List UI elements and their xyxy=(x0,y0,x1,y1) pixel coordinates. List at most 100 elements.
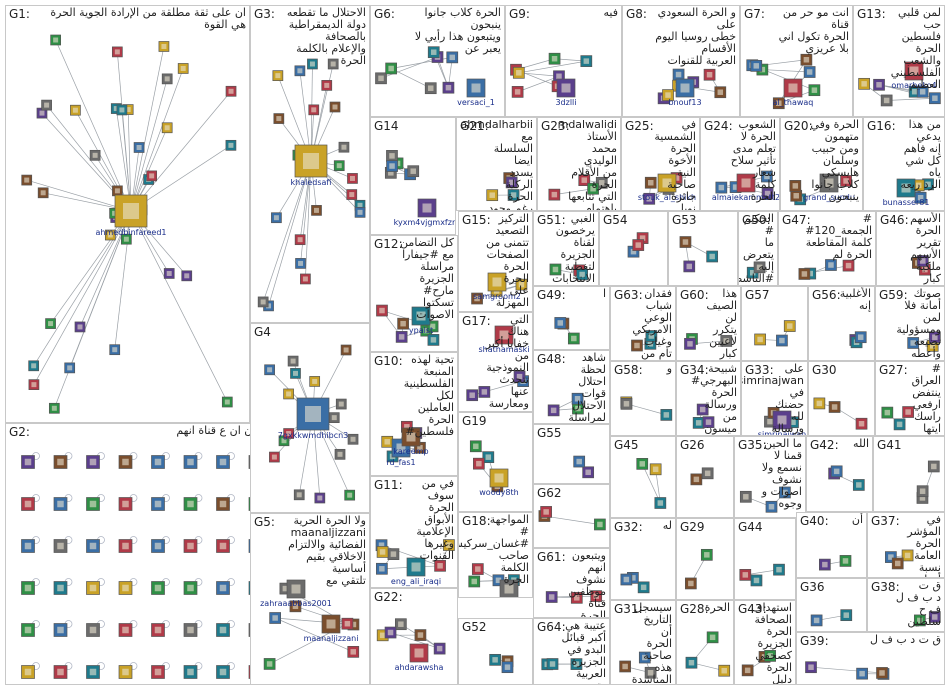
vertex-node xyxy=(54,624,67,637)
group-g53: G53 xyxy=(668,211,738,286)
vertex-node xyxy=(339,142,349,152)
vertex-node xyxy=(29,380,39,390)
vertex-node xyxy=(217,582,230,595)
vertex-node xyxy=(217,624,230,637)
group-g44: G44 xyxy=(734,518,796,600)
group-top-words: التركيز التصعيد تتمنى من الصفحات الحرة ا… xyxy=(485,213,529,309)
group-g57: G57 xyxy=(741,286,808,361)
group-top-words: و الحرة السعودي على خطى روسيا اليوم الأق… xyxy=(649,7,736,67)
vertex-node xyxy=(928,461,939,472)
vertex-node xyxy=(685,578,696,589)
vertex-node xyxy=(814,398,825,409)
vertex-node xyxy=(387,161,398,172)
vertex-node xyxy=(809,85,820,96)
vertex-node xyxy=(799,268,810,279)
vertex-node xyxy=(469,576,480,587)
group-top-words: الحكيم # ما يتعرض إليه #الناشطون والإعلا… xyxy=(765,213,774,286)
vertex-node xyxy=(716,182,727,193)
group-title: G22: xyxy=(374,590,403,604)
vertex-node xyxy=(740,569,751,580)
vertex-node xyxy=(386,63,397,74)
group-g42: G42:الله xyxy=(806,436,873,512)
vertex-node xyxy=(549,53,560,64)
vertex-node xyxy=(152,582,165,595)
group-g33: simrinajwanG33:على simrinajwan في حضنك ل… xyxy=(741,361,808,436)
vertex-node xyxy=(702,468,713,479)
vertex-node xyxy=(843,260,854,271)
vertex-node xyxy=(295,235,305,245)
vertex-node xyxy=(686,657,697,668)
vertex-node xyxy=(115,195,147,227)
group-g20: grand_sunduG20:الحرة وفي متهمون ومن حبيب… xyxy=(780,117,863,211)
group-top-words: سيسجل التاريخ أن الحرة صاحبة هذه المناشد… xyxy=(637,602,672,685)
group-g22: ahdarawshaG22: xyxy=(370,588,458,685)
vertex-node xyxy=(22,456,35,469)
vertex-node xyxy=(415,630,426,641)
group-g49: G49:ا xyxy=(533,286,610,350)
vertex-node xyxy=(182,271,192,281)
vertex-node xyxy=(620,661,631,672)
vertex-node xyxy=(774,564,785,575)
group-top-words: لمن قلبي حب فلسطين الحرة والشعب الفلسطين… xyxy=(880,7,941,91)
group-top-words: # الجمعة_120# كلمة المقاطعة الحرة لم xyxy=(805,213,872,261)
vertex-node xyxy=(680,237,691,248)
group-top-words: التي هناك خفايا أكبر من النموذجية تتحدث … xyxy=(485,314,529,410)
group-top-words: ahmdalharbii مع السلسلة ايضا يسدد الركلة… xyxy=(483,119,533,211)
vertex-node xyxy=(270,613,281,624)
vertex-node xyxy=(395,619,406,630)
vertex-node xyxy=(385,627,396,638)
vertex-node xyxy=(159,41,169,51)
group-title: G57 xyxy=(745,288,770,302)
vertex-node xyxy=(676,79,694,97)
group-title: G5: xyxy=(254,515,275,529)
vertex-node xyxy=(295,66,305,76)
vertex-node xyxy=(87,456,100,469)
vertex-node xyxy=(152,456,165,469)
group-title: G19 xyxy=(462,414,487,428)
group-g55: G55 xyxy=(533,424,610,484)
group-top-words: شبيحة البهرجي# الحرة ورسالة من ميسون سرف… xyxy=(703,363,737,436)
vertex-node xyxy=(376,305,387,316)
vertex-node xyxy=(719,665,730,676)
vertex-node xyxy=(322,80,332,90)
vertex-node xyxy=(715,87,726,98)
vertex-node xyxy=(38,188,48,198)
vertex-node xyxy=(284,389,294,399)
group-g25: stouk_al_shikhG25:في الشمسية الحرة الأخو… xyxy=(621,117,700,211)
vertex-node xyxy=(776,335,787,346)
vertex-node xyxy=(295,145,327,177)
vertex-node xyxy=(376,563,387,574)
vertex-node xyxy=(408,166,419,177)
vertex-node xyxy=(87,582,100,595)
group-g37: G37:في المؤشر الحرة العامة نسبة أوزان ال… xyxy=(867,512,945,578)
group-g14: kyxm4vjgmxfzr1G14 xyxy=(370,117,456,235)
vertex-node xyxy=(819,559,830,570)
group-title: G45 xyxy=(614,438,639,452)
group-top-words: الشعوب الحرة لا تعلم مدى تأثير سلاح شعار… xyxy=(727,119,776,203)
vertex-node xyxy=(637,458,648,469)
vertex-node xyxy=(300,274,310,284)
group-g51: G51:الغبي يرخصون لقناة الجزيرة لتغطية ال… xyxy=(533,211,599,286)
vertex-node xyxy=(348,646,359,657)
vertex-label: ahmedbinfareed1 xyxy=(96,228,167,237)
vertex-node xyxy=(178,63,188,73)
vertex-node xyxy=(345,490,355,500)
group-top-words: في الشمسية الحرة الأخوة النية صاحبة جائز… xyxy=(648,119,696,211)
group-g1: ahmedbinfareed1G1:ان على ثقة مطلقة من ال… xyxy=(5,5,250,423)
vertex-node xyxy=(217,456,230,469)
vertex-node xyxy=(583,467,594,478)
vertex-node xyxy=(859,78,870,89)
group-top-words: الغبي يرخصون لقناة الجزيرة لتغطية الانتخ… xyxy=(560,213,595,286)
vertex-label: woody8th xyxy=(479,488,518,497)
vertex-node xyxy=(217,540,230,553)
group-top-words: المواجهة # #غسان_سركيس صاحب الكلمة الحرة xyxy=(485,514,529,586)
vertex-node xyxy=(877,667,888,678)
vertex-node xyxy=(581,56,592,67)
vertex-node xyxy=(119,666,132,679)
vertex-node xyxy=(119,624,132,637)
group-g46: G46:الأسهم الحرة تقرير الأسهم ملكية كبار xyxy=(876,211,945,286)
group-g47: G47:# الجمعة_120# كلمة المقاطعة الحرة لم xyxy=(778,211,876,286)
group-title: G6: xyxy=(374,7,395,21)
vertex-node xyxy=(825,260,836,271)
vertex-node xyxy=(322,615,340,633)
